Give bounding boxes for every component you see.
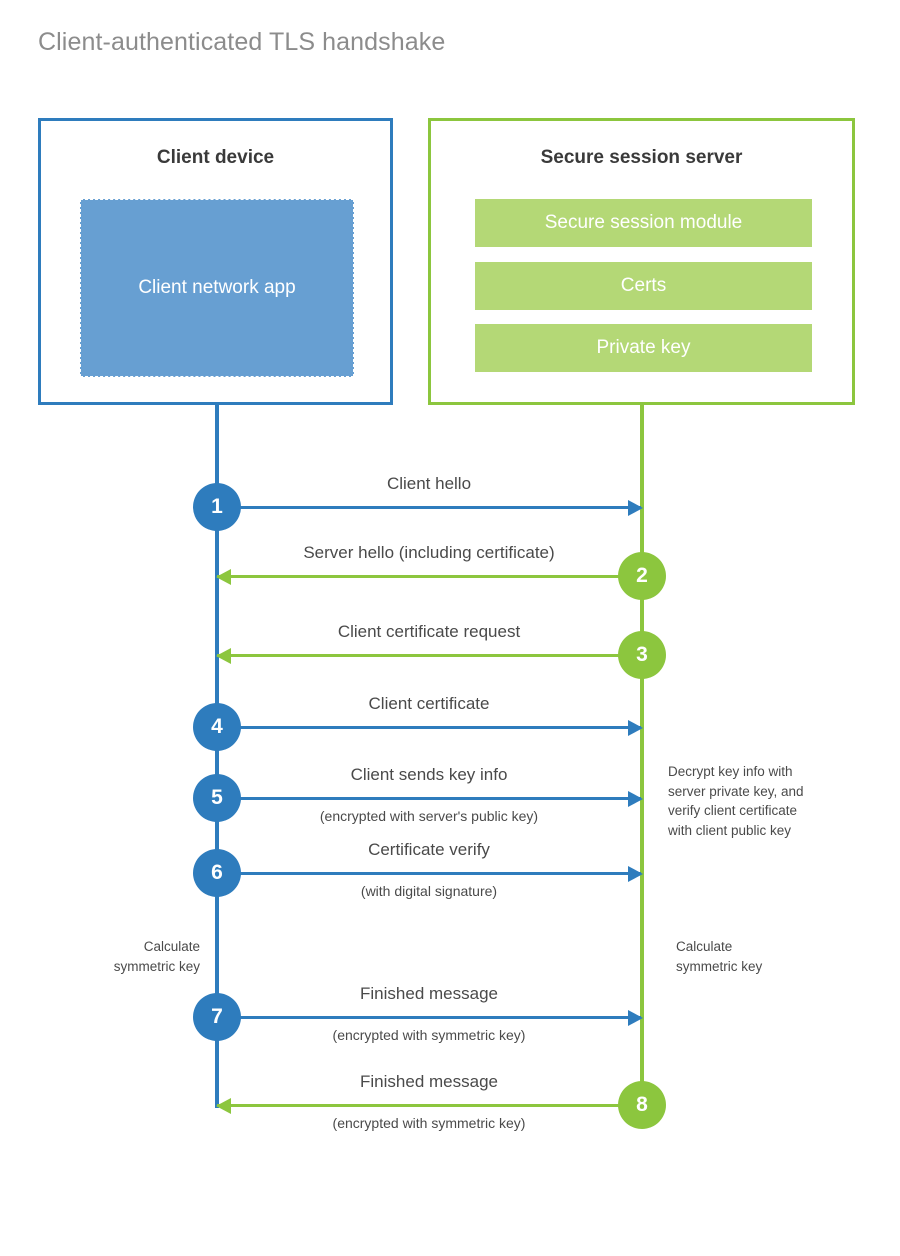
message-sublabel-5: (encrypted with server's public key) <box>319 808 539 824</box>
step-badge-1[interactable]: 1 <box>193 483 241 531</box>
secure-session-server-box: Secure session server Secure session mod… <box>428 118 855 405</box>
message-arrow-line-8 <box>217 1104 641 1107</box>
server-component-certs: Certs <box>475 262 812 310</box>
arrow-head-icon-8 <box>216 1098 231 1114</box>
client-lifeline <box>215 405 219 1108</box>
message-arrow-line-6 <box>217 872 641 875</box>
arrow-head-icon-6 <box>628 866 643 882</box>
message-label-2: Server hello (including certificate) <box>303 543 555 562</box>
message-label-7: Finished message <box>360 984 498 1003</box>
server-calculate-symmetric-key-note: Calculate symmetric key <box>676 939 763 974</box>
step-badge-2[interactable]: 2 <box>618 552 666 600</box>
client-device-box: Client device Client network app <box>38 118 393 405</box>
message-arrow-line-7 <box>217 1016 641 1019</box>
message-arrow-line-2 <box>217 575 641 578</box>
message-sublabel-6: (with digital signature) <box>360 883 498 899</box>
arrow-head-icon-1 <box>628 500 643 516</box>
client-calculate-symmetric-key-note: Calculate symmetric key <box>113 939 200 974</box>
step-badge-6[interactable]: 6 <box>193 849 241 897</box>
step-badge-4[interactable]: 4 <box>193 703 241 751</box>
message-sublabel-8: (encrypted with symmetric key) <box>332 1115 526 1131</box>
message-label-8: Finished message <box>360 1072 498 1091</box>
secure-session-server-title: Secure session server <box>540 147 743 168</box>
message-label-3: Client certificate request <box>337 622 521 641</box>
step-badge-7[interactable]: 7 <box>193 993 241 1041</box>
arrow-head-icon-3 <box>216 648 231 664</box>
server-component-secure-session-module: Secure session module <box>475 199 812 247</box>
message-arrow-line-4 <box>217 726 641 729</box>
server-decrypt-note: Decrypt key info with server private key… <box>668 764 804 838</box>
client-device-title: Client device <box>156 147 275 168</box>
message-label-5: Client sends key info <box>350 765 508 784</box>
arrow-head-icon-5 <box>628 791 643 807</box>
arrow-head-icon-4 <box>628 720 643 736</box>
step-badge-3[interactable]: 3 <box>618 631 666 679</box>
arrow-head-icon-2 <box>216 569 231 585</box>
arrow-head-icon-7 <box>628 1010 643 1026</box>
message-label-1: Client hello <box>386 474 472 493</box>
message-label-6: Certificate verify <box>368 840 490 859</box>
page-title: Client-authenticated TLS handshake <box>38 28 446 56</box>
message-arrow-line-1 <box>217 506 641 509</box>
message-sublabel-7: (encrypted with symmetric key) <box>332 1027 526 1043</box>
message-label-4: Client certificate <box>368 694 490 713</box>
client-network-app-block: Client network app <box>80 199 354 377</box>
step-badge-8[interactable]: 8 <box>618 1081 666 1129</box>
server-lifeline <box>640 405 644 1105</box>
message-arrow-line-3 <box>217 654 641 657</box>
server-component-private-key: Private key <box>475 324 812 372</box>
step-badge-5[interactable]: 5 <box>193 774 241 822</box>
message-arrow-line-5 <box>217 797 641 800</box>
